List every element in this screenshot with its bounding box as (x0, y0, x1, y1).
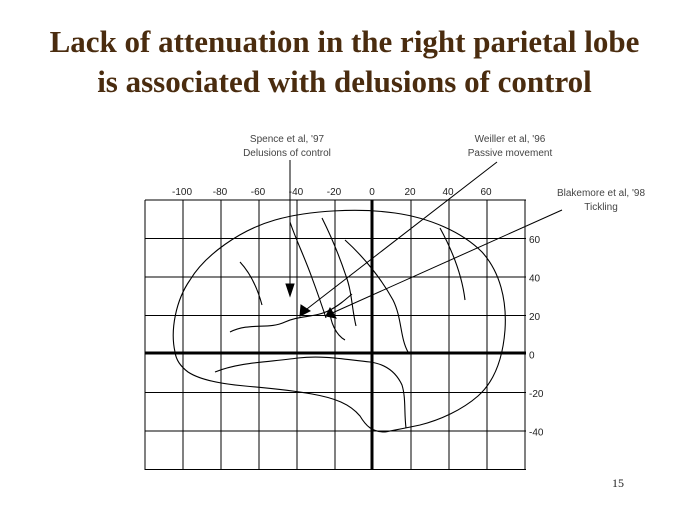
y-tick-label: 60 (529, 235, 541, 246)
x-tick-label: 60 (480, 187, 492, 198)
main-axes (145, 200, 526, 470)
parieto-occipital-sulcus (439, 227, 466, 301)
weiller-arrow-line (302, 161, 498, 313)
x-tick-label: -60 (251, 187, 266, 198)
weiller-arrowhead (299, 304, 311, 317)
spence-label: Delusions of control (243, 148, 331, 159)
spence-arrowhead (285, 283, 295, 298)
brain-outline (172, 209, 506, 433)
title-line-2: is associated with delusions of control (97, 64, 592, 99)
blakemore-author: Blakemore et al, '98 (557, 188, 646, 199)
postcentral-sulcus (321, 217, 357, 327)
title-line-1: Lack of attenuation in the right parieta… (49, 24, 640, 59)
central-sulcus (289, 221, 327, 319)
spence-author: Spence et al, '97 (250, 134, 325, 145)
blakemore-arrowhead (325, 306, 338, 319)
y-tick-label: 0 (529, 351, 535, 362)
weiller-label: Passive movement (468, 148, 553, 159)
y-tick-label: 40 (529, 274, 541, 285)
x-tick-label: 20 (404, 187, 416, 198)
x-tick-label: 40 (442, 187, 454, 198)
intraparietal-sulcus (344, 239, 409, 353)
blakemore-arrow-line (329, 209, 563, 315)
y-tick-label: -40 (529, 428, 544, 439)
annotation-labels: Spence et al, '97 Delusions of control W… (243, 134, 645, 213)
page-number: 15 (612, 476, 624, 490)
lateral-sulcus (229, 293, 353, 333)
blakemore-label: Tickling (584, 202, 618, 213)
weiller-author: Weiller et al, '96 (475, 134, 546, 145)
x-tick-labels: -100 -80 -60 -40 -20 0 20 40 60 (172, 187, 492, 198)
y-tick-label: -20 (529, 389, 544, 400)
brain-outer-contour (172, 209, 506, 433)
temporal-sulcus (214, 356, 407, 429)
annotation-pointers (285, 160, 563, 319)
slide-title: Lack of attenuation in the right parieta… (0, 22, 689, 102)
x-tick-label: -100 (172, 187, 192, 198)
y-tick-labels: 60 40 20 0 -20 -40 (529, 235, 544, 439)
x-tick-label: -40 (289, 187, 304, 198)
y-tick-label: 20 (529, 312, 541, 323)
x-tick-label: -20 (327, 187, 342, 198)
frontal-sulcus (239, 261, 263, 306)
x-tick-label: -80 (213, 187, 228, 198)
x-tick-label: 0 (369, 187, 375, 198)
